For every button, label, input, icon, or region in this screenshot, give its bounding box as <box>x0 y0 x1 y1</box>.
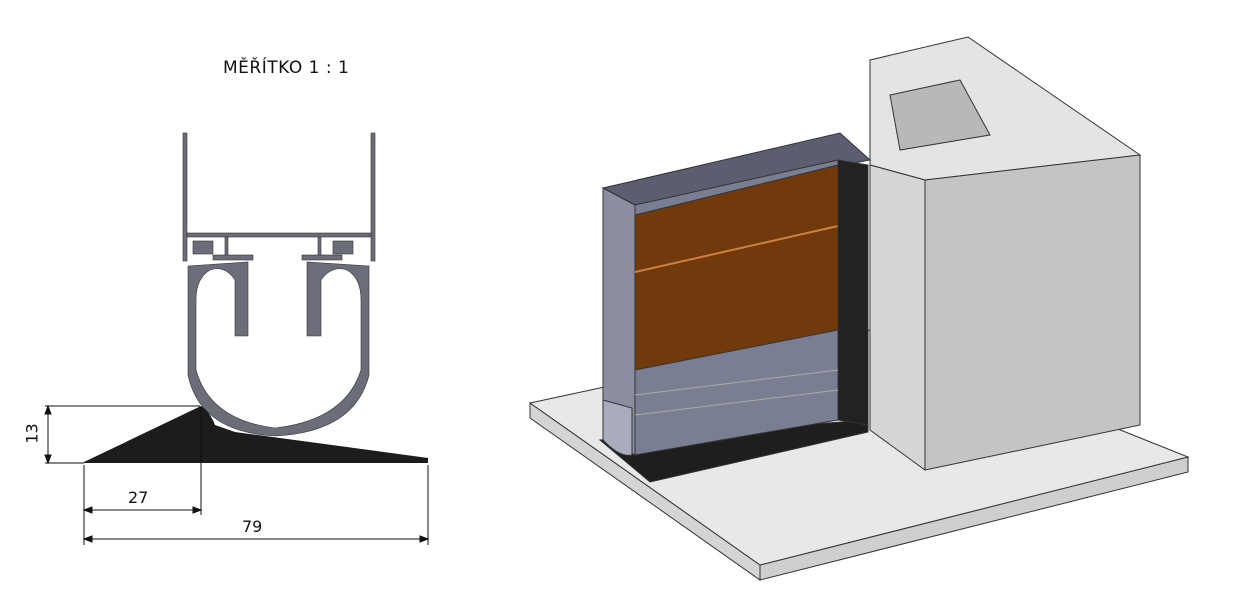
aluminium-profile-section <box>182 132 376 437</box>
wall-block-front <box>924 154 1141 471</box>
dimension-peak-offset: 27 <box>128 488 149 507</box>
dimension-height: 13 <box>22 423 42 444</box>
isometric-view <box>528 36 1190 581</box>
bottom-profile <box>602 399 633 456</box>
scale-label: MĚŘÍTKO 1 : 1 <box>223 58 350 78</box>
dimension-lines <box>44 404 430 545</box>
dimension-total-width: 79 <box>242 517 263 536</box>
dark-side-strip <box>837 159 869 426</box>
threshold-seal <box>84 406 428 463</box>
wall-block-side <box>869 164 926 471</box>
